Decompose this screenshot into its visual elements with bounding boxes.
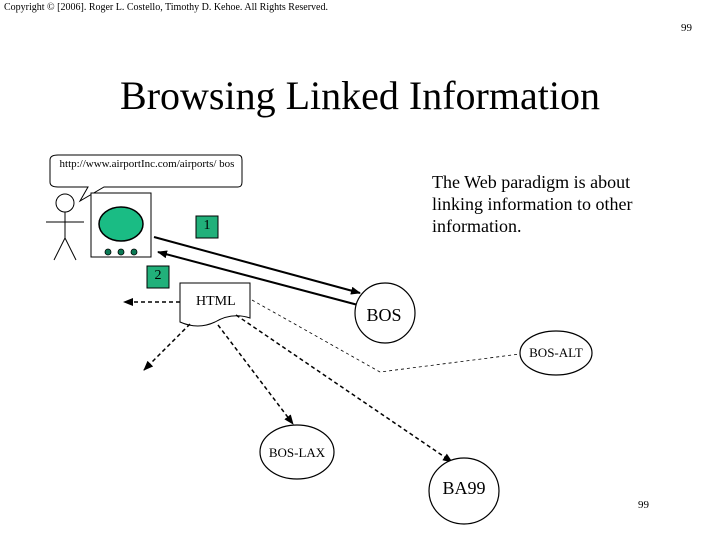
response-arrow — [157, 250, 359, 306]
copyright-notice: Copyright © [2006]. Roger L. Costello, T… — [4, 2, 328, 13]
html-to-boslax-arrow — [217, 324, 294, 425]
node-bos-label: BOS — [366, 305, 402, 325]
node-boslax-shape — [259, 424, 335, 480]
slide-title: Browsing Linked Information — [120, 73, 600, 118]
node-ba99-shape — [428, 457, 500, 525]
step2-box — [146, 265, 170, 289]
step1-label: 1 — [203, 218, 211, 233]
node-ba99-label: BA99 — [442, 478, 486, 498]
speech-bubble-url: http://www.airportInc.com/airports/ bos — [59, 158, 235, 170]
html-to-bosalt-link — [251, 299, 521, 373]
html-document-label: HTML — [196, 294, 236, 309]
request-arrow — [153, 236, 361, 295]
node-bosalt-shape — [519, 330, 593, 376]
node-boslax-label: BOS-LAX — [268, 445, 326, 460]
html-down-left-arrow — [143, 323, 191, 371]
computer-monitor — [90, 192, 152, 258]
html-to-ba99-arrow — [235, 314, 453, 463]
user-stick-figure — [46, 193, 84, 261]
page-number-bottom: 99 — [638, 499, 649, 511]
page-number-top: 99 — [681, 22, 692, 34]
node-bosalt-label: BOS-ALT — [529, 345, 583, 360]
step2-label: 2 — [154, 268, 162, 283]
description-text: The Web paradigm is about linking inform… — [432, 172, 633, 236]
node-bos-shape — [354, 282, 416, 344]
step1-box — [195, 215, 219, 239]
